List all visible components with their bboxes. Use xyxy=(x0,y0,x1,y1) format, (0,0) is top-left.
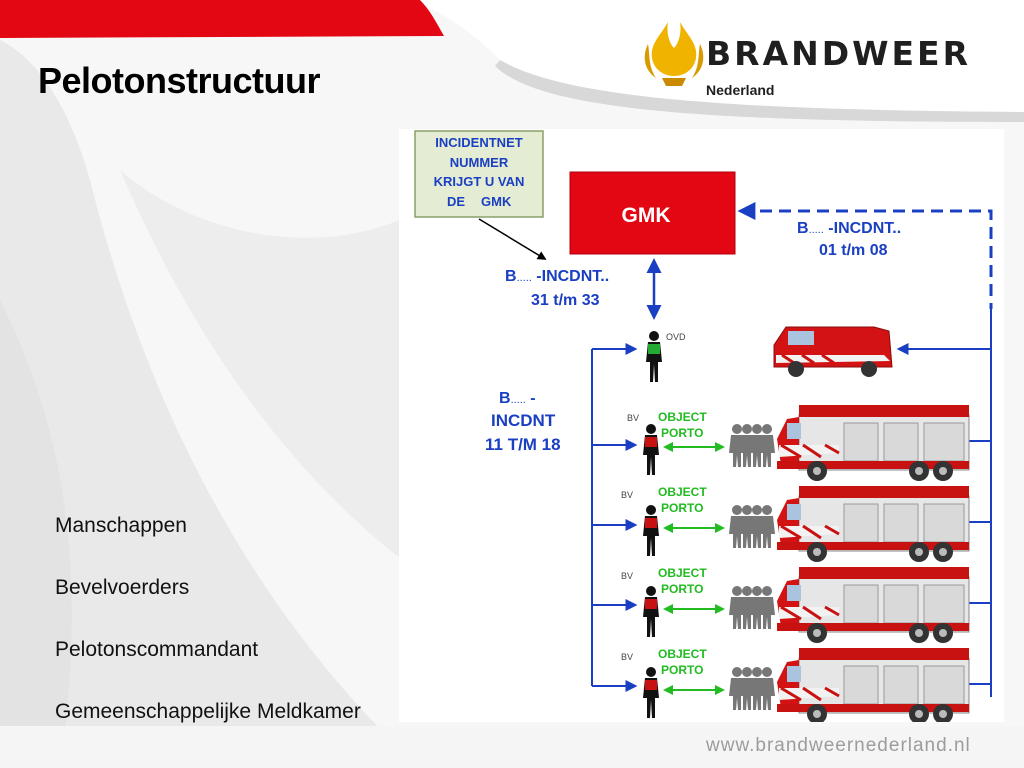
row-bv-4: BV OBJECT PORTO xyxy=(621,646,971,726)
row-bv-1: BV OBJECT PORTO xyxy=(627,403,971,483)
bullet-item: Gemeenschappelijke Meldkamer xyxy=(55,700,361,723)
bullet-item: Pelotonscommandant xyxy=(55,638,259,661)
ovd-person-icon xyxy=(646,331,662,382)
peloton-diagram: INCIDENTNET NUMMER KRIJGT U VAN DE GMK G… xyxy=(399,129,1004,726)
bullet-list: Manschappen Bevelvoerders Pelotonscomman… xyxy=(55,512,435,760)
object-porto-label: OBJECT xyxy=(658,485,707,499)
bullet-item: Manschappen xyxy=(55,514,187,537)
row-bv-2: BV OBJECT PORTO xyxy=(621,484,971,564)
footer-url: www.brandweernederland.nl xyxy=(706,735,971,756)
channel-top-right-range: 01 t/m 08 xyxy=(819,242,888,259)
bv-label: BV xyxy=(627,413,639,423)
object-porto-label: OBJECT xyxy=(658,410,707,424)
gmk-box: GMK xyxy=(569,171,736,255)
object-porto-label: OBJECT xyxy=(658,647,707,661)
fire-truck-icon xyxy=(775,646,971,726)
note-gmk: GMK xyxy=(481,194,512,209)
fire-truck-icon xyxy=(775,484,971,564)
bv-person-icon xyxy=(643,424,659,475)
bv-label: BV xyxy=(621,571,633,581)
bv-label: BV xyxy=(621,490,633,500)
gmk-label: GMK xyxy=(622,204,671,227)
channel-center-range: 31 t/m 33 xyxy=(531,292,600,309)
brand-name: BRANDWEER xyxy=(706,34,972,73)
note-line: DE xyxy=(447,194,465,209)
object-porto-label: PORTO xyxy=(661,426,703,440)
bullet-item: Bevelvoerders xyxy=(55,576,190,599)
fire-truck-icon xyxy=(775,403,971,483)
brand-subtitle: Nederland xyxy=(706,82,775,98)
object-porto-label: PORTO xyxy=(661,663,703,677)
note-pointer-arrow xyxy=(478,218,547,260)
channel-left-range: 11 T/M 18 xyxy=(485,435,561,454)
channel-left-label: B..... - xyxy=(499,390,536,407)
incidentnet-note: INCIDENTNET NUMMER KRIJGT U VAN DE GMK xyxy=(414,130,544,218)
bv-person-icon xyxy=(643,505,659,556)
note-line: KRIJGT U VAN xyxy=(434,174,525,189)
channel-center-label: B..... -INCDNT.. xyxy=(505,268,609,285)
bv-label: BV xyxy=(621,652,633,662)
slide-title: Pelotonstructuur xyxy=(38,60,321,101)
gmk-dashed-channel xyxy=(737,202,993,309)
bv-person-icon xyxy=(643,586,659,637)
commander-van-icon xyxy=(773,326,893,377)
row-bv-3: BV OBJECT PORTO xyxy=(621,565,971,645)
fire-truck-icon xyxy=(775,565,971,645)
note-line: NUMMER xyxy=(450,155,509,170)
object-porto-label: PORTO xyxy=(661,501,703,515)
note-line: INCIDENTNET xyxy=(435,135,522,150)
channel-left-line2: INCDNT xyxy=(491,411,556,430)
channel-top-right-label: B..... -INCDNT.. xyxy=(797,220,901,237)
brandweer-logo-icon xyxy=(644,22,704,86)
object-porto-label: OBJECT xyxy=(658,566,707,580)
bv-person-icon xyxy=(643,667,659,718)
ovd-label: OVD xyxy=(666,332,686,342)
object-porto-label: PORTO xyxy=(661,582,703,596)
